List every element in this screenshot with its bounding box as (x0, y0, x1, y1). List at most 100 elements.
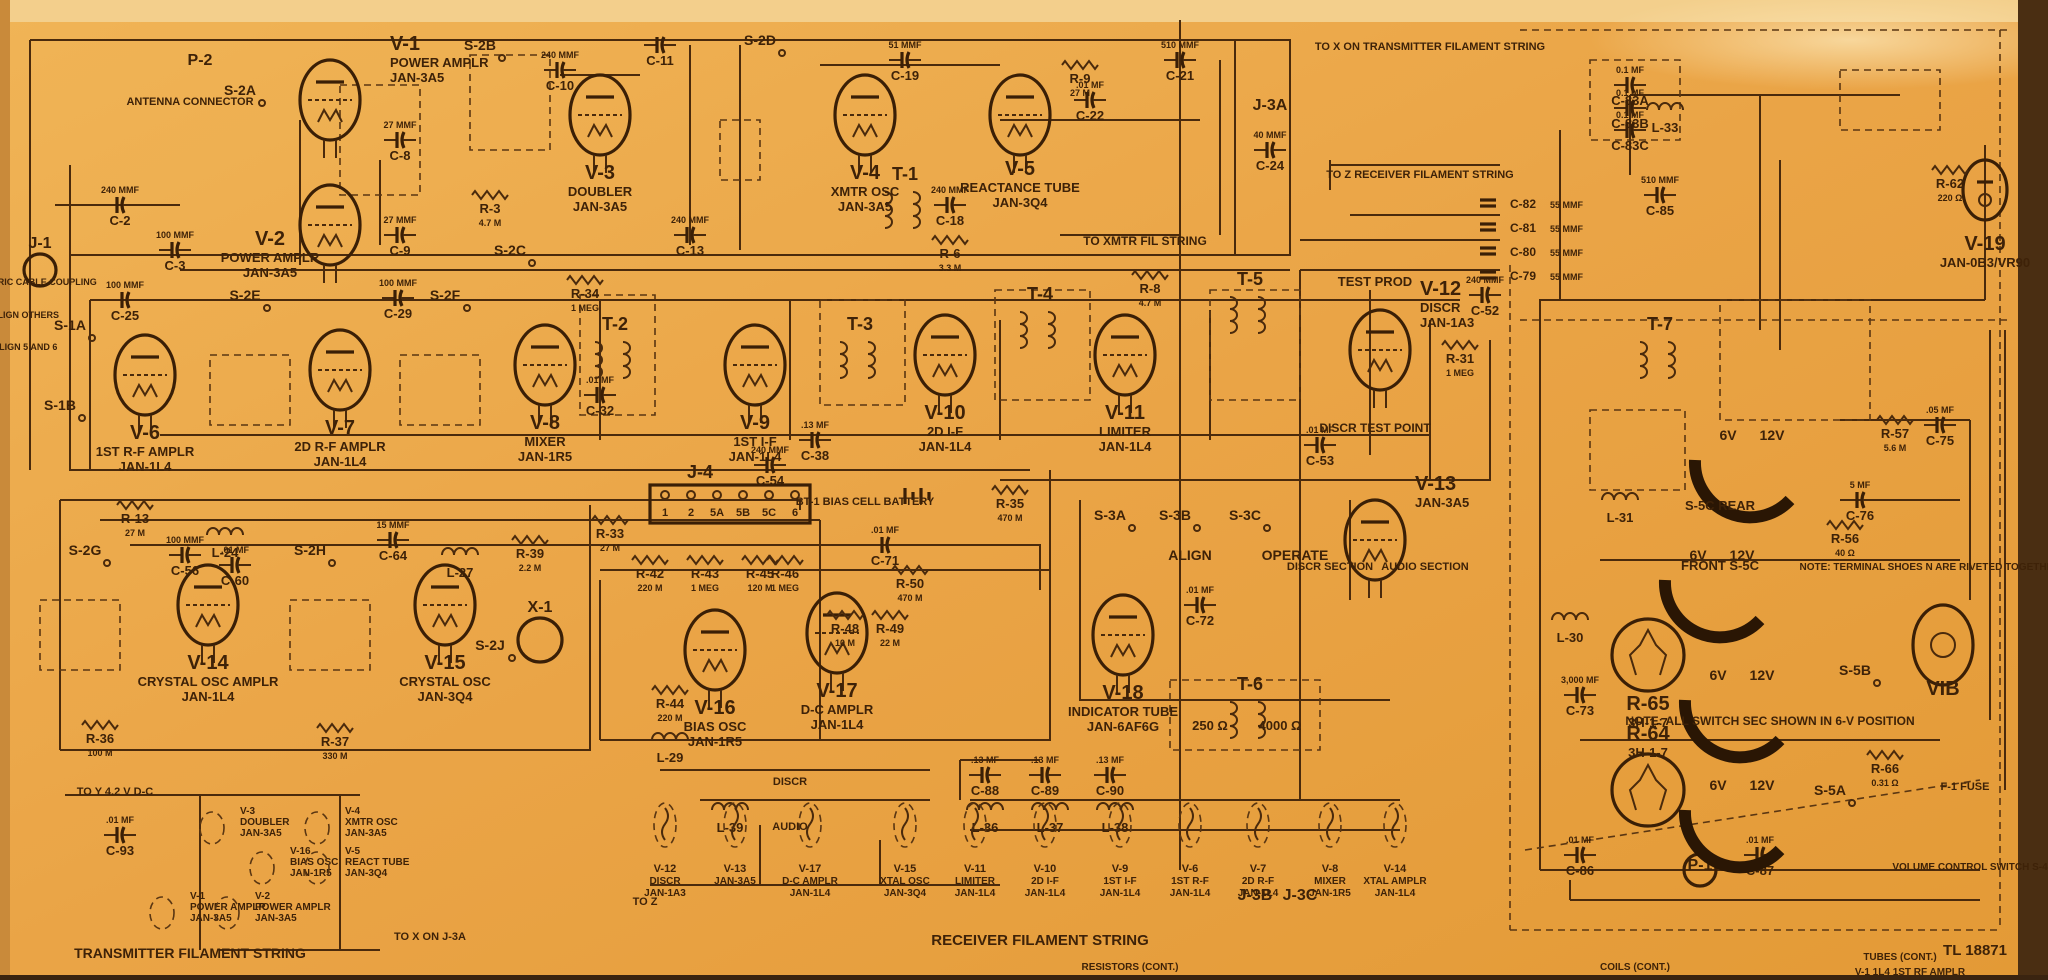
switch-s-2h: S-2H (294, 542, 336, 567)
filament-tube-ref: V-6 (1182, 863, 1199, 875)
tube-envelope (568, 73, 632, 157)
transformer-ref: T-4 (1027, 284, 1053, 304)
tube-ref: V-9 (740, 412, 770, 434)
tube-function: CRYSTAL OSC (399, 674, 491, 689)
filament-envelope (304, 811, 330, 845)
switch-s-2f: S-2F (430, 287, 471, 312)
switch-ref: S-2H (294, 542, 326, 558)
shield-s2h (289, 599, 371, 671)
transformer-t-7: T-7 (1639, 314, 1676, 379)
resistor-ref: R-50 (896, 576, 924, 591)
capacitor-value: .01 MF (1306, 425, 1335, 435)
shield-c74 (1589, 409, 1686, 491)
connector-ref: J-3C (1283, 887, 1318, 904)
j4-pin (738, 490, 748, 500)
tube-envelope (1961, 158, 2009, 222)
capacitor-ref: C-38 (801, 448, 829, 463)
filament-symbol (806, 807, 814, 841)
switch-contact (1263, 524, 1271, 532)
tube-filament (317, 107, 343, 123)
resistor-ref: R-6 (940, 246, 961, 261)
tube-ref: V-10 (924, 402, 965, 424)
filament-tube-function: 1ST I-F (1103, 876, 1136, 887)
j4-pin-label: 1 (662, 507, 668, 519)
resistor-value: 220 Ω (1938, 193, 1963, 203)
capacitor-plate (1630, 121, 1636, 139)
capacitor-value: 51 MMF (888, 40, 922, 50)
capacitor-value: .01 MF (1746, 835, 1775, 845)
resistor-value: 22 M (880, 638, 900, 648)
inductor-ref: L-33 (1652, 120, 1679, 135)
j4-pin (686, 490, 696, 500)
capacitor-value: 240 MMF (931, 185, 970, 195)
resistor-value: 100 M (87, 748, 112, 758)
capacitor-value: 240 MMF (671, 215, 710, 225)
switch-ref: S-2A (224, 82, 256, 98)
switch-ref: S-5A (1814, 782, 1846, 798)
transformer-t-3: T-3 (839, 314, 876, 379)
wire (60, 499, 801, 510)
capacitor-plate (1180, 51, 1186, 69)
tube-ref: V-13 (1415, 473, 1456, 495)
transformer-winding (1667, 341, 1676, 379)
inductor-l-30: L-30 (1551, 612, 1589, 645)
resistor-value: 470 M (897, 593, 922, 603)
inductor-ref: L-30 (1557, 630, 1584, 645)
tube-ref: V-17 (816, 680, 857, 702)
switch-s-2g: S-2G (69, 542, 111, 567)
filament-envelope (723, 802, 747, 848)
resistor-zigzag (826, 609, 864, 621)
capacitor-ref: C-86 (1566, 863, 1594, 878)
capacitor-plate (1200, 596, 1206, 614)
filament-envelope (1178, 802, 1202, 848)
capacitor-plate (985, 766, 991, 784)
transformer-ref: T-7 (1647, 314, 1673, 334)
position-12v: 12V (1730, 547, 1756, 563)
wire (1539, 299, 1560, 870)
transformer-ref: T-2 (602, 314, 628, 334)
resistor-zigzag (1866, 749, 1904, 761)
transformer-t-2: T-2 (594, 314, 631, 379)
wafer-segment (1678, 809, 1785, 874)
capacitor-ref: C-18 (936, 213, 964, 228)
capacitor-value: .01 MF (871, 525, 900, 535)
tube-envelope (413, 563, 477, 647)
resistor-ref: R-9 (1070, 71, 1091, 86)
ballast-element (1628, 627, 1668, 676)
capacitor-value: 55 MMF (1550, 272, 1584, 282)
transformer-ref: T-3 (847, 314, 873, 334)
connector-j-3a: J-3A (1253, 97, 1288, 114)
capacitor-ref: C-11 (646, 53, 673, 68)
vacuum-tube-v-3 (568, 73, 632, 173)
filament-envelope (199, 811, 225, 845)
capacitor-plate (1660, 186, 1666, 204)
capacitor-ref: C-8 (390, 148, 411, 163)
tube-function: DOUBLER (568, 184, 633, 199)
inductor-ref: L-37 (1037, 820, 1064, 835)
tube-ref: V-18 (1102, 682, 1143, 704)
capacitor-plate (235, 556, 241, 574)
capacitor-ref: C-13 (676, 243, 704, 258)
switch-contact (463, 304, 471, 312)
capacitor-c-32: C-32.01 MF (584, 375, 616, 418)
transformer-winding (622, 341, 631, 379)
switch-s-3c: S-3C (1229, 507, 1271, 532)
filament-tube-type: JAN-1L4 (1025, 888, 1066, 899)
tube-ref: V-4 (850, 162, 881, 184)
transformer-ref: T-1 (892, 164, 918, 184)
shield-t5 (1209, 289, 1301, 401)
inductor-coil (206, 527, 244, 536)
capacitor-plate (1270, 141, 1276, 159)
filament-tube-function: DOUBLER (240, 817, 290, 828)
transformer-winding (1639, 341, 1648, 379)
